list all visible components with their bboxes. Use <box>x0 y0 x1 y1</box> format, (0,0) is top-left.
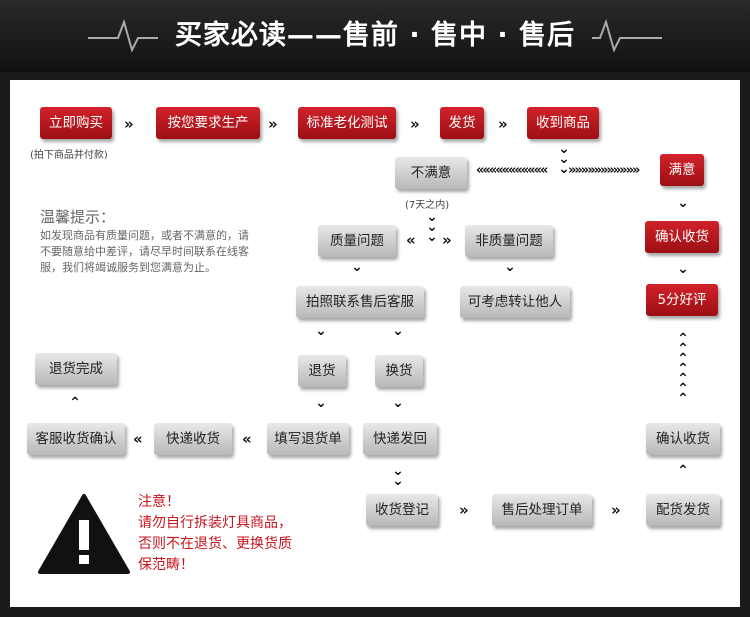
arrow-right-chain-icon: »»»»»»»»»»» <box>568 163 640 178</box>
arrow-up-icon: ⌃ <box>677 463 689 479</box>
arrow-down-icon: ⌄ <box>677 261 689 277</box>
arrow-down-icon: ⌄⌄⌄ <box>426 209 438 245</box>
arrow-up-chain-icon: ⌃⌃⌃⌃⌃⌃⌃ <box>677 331 689 407</box>
arrow-down-icon: ⌄⌄ <box>392 463 404 489</box>
pulse-line-left-icon <box>88 18 158 53</box>
register-step: 收货登记 <box>366 494 438 526</box>
custom-produce-step: 按您要求生产 <box>156 107 260 139</box>
arrow-down-icon: ⌄ <box>351 259 363 275</box>
arrow-right-icon: » <box>498 115 508 133</box>
cs-confirm-step: 客服收货确认 <box>27 423 125 455</box>
page-title: 买家必读——售前 · 售中 · 售后 <box>174 20 576 51</box>
arrow-down-icon: ⌄ <box>315 395 327 411</box>
exchange-step: 换货 <box>375 355 423 387</box>
arrow-right-icon: » <box>611 501 621 519</box>
arrow-right-icon: » <box>124 115 134 133</box>
within-days-note: (7天之内) <box>405 200 450 211</box>
arrow-left-chain-icon: ««««««««««« <box>476 163 548 178</box>
warning-line-1: 注意！ <box>138 494 180 510</box>
warning-note: 注意！ 请勿自行拆装灯具商品， 否则不在退货、更换货质 保范畴！ <box>138 492 292 576</box>
fill-return-step: 填写退货单 <box>267 423 349 455</box>
arrow-down-icon: ⌄ <box>315 323 327 339</box>
quality-issue-step: 质量问题 <box>318 225 396 257</box>
return-goods-step: 退货 <box>298 355 346 387</box>
tips-body: 如发现商品有质量问题，或者不满意的，请不要随意给中差评，请尽早时间联系在线客服，… <box>40 229 249 274</box>
express-receive-step: 快递收货 <box>154 423 232 455</box>
arrow-left-icon: « <box>242 430 252 448</box>
warning-line-3: 否则不在退货、更换货质 <box>138 536 292 552</box>
arrow-down-icon: ⌄ <box>677 195 689 211</box>
photo-contact-step: 拍照联系售后客服 <box>296 286 424 318</box>
arrow-down-icon: ⌄ <box>392 323 404 339</box>
pulse-line-right-icon <box>592 18 662 53</box>
header-banner: 买家必读——售前 · 售中 · 售后 <box>0 0 750 72</box>
arrow-right-icon: » <box>442 231 452 249</box>
arrow-up-icon: ⌃ <box>69 395 81 411</box>
warning-line-4: 保范畴！ <box>138 557 194 573</box>
tips-title: 温馨提示： <box>40 208 116 226</box>
confirm-receipt-step: 确认收货 <box>645 221 719 253</box>
restock-ship-step: 配货发货 <box>646 494 720 526</box>
five-star-step: 5分好评 <box>646 284 718 316</box>
aging-test-step: 标准老化测试 <box>298 107 396 139</box>
non-quality-issue-step: 非质量问题 <box>465 225 553 257</box>
arrow-right-icon: » <box>459 501 469 519</box>
resell-step: 可考虑转让他人 <box>460 286 570 318</box>
warning-line-2: 请勿自行拆装灯具商品， <box>138 515 292 531</box>
warning-icon <box>38 494 130 574</box>
satisfied-step: 满意 <box>660 154 704 186</box>
express-back-step: 快递发回 <box>363 423 437 455</box>
arrow-right-icon: » <box>410 115 420 133</box>
not-satisfied-step: 不满意 <box>395 157 467 189</box>
arrow-right-icon: » <box>268 115 278 133</box>
confirm-receipt2-step: 确认收货 <box>646 423 720 455</box>
receive-goods-step: 收到商品 <box>527 107 599 139</box>
after-order-note: (拍下商品并付款) <box>30 150 108 161</box>
ship-step: 发货 <box>440 107 484 139</box>
return-done-step: 退货完成 <box>35 353 117 385</box>
buy-now-step: 立即购买 <box>40 107 112 139</box>
arrow-down-icon: ⌄ <box>392 395 404 411</box>
arrow-left-icon: « <box>133 430 143 448</box>
arrow-down-icon: ⌄ <box>504 259 516 275</box>
arrow-left-icon: « <box>406 231 416 249</box>
arrow-down-icon: ⌄⌄⌄ <box>558 141 570 177</box>
aftersale-order-step: 售后处理订单 <box>492 494 592 526</box>
